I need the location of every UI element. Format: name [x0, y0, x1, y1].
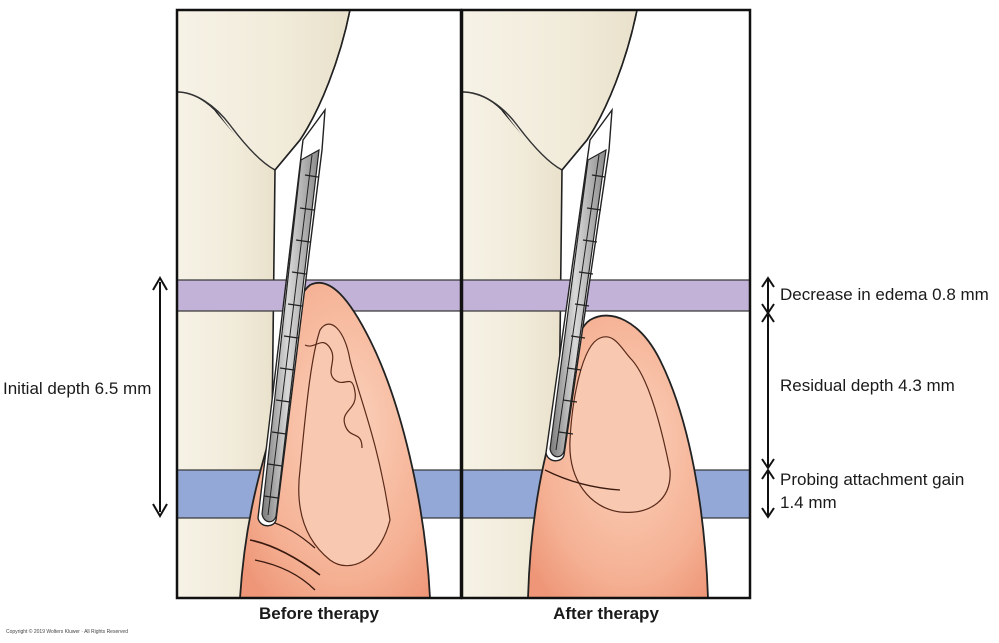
after-therapy-panel — [462, 10, 750, 598]
residual-depth-arrow — [761, 311, 775, 470]
attachment-gain-label-line1: Probing attachment gain — [780, 470, 965, 489]
after-therapy-caption: After therapy — [553, 604, 659, 623]
before-therapy-caption: Before therapy — [259, 604, 379, 623]
initial-depth-arrow — [152, 276, 168, 518]
edema-band — [462, 279, 750, 312]
periodontal-probe — [257, 107, 326, 527]
attachment-gain-arrow — [761, 468, 775, 519]
copyright-notice: Copyright © 2019 Wolters Kluwer · All Ri… — [6, 629, 128, 635]
residual-depth-label: Residual depth 4.3 mm — [780, 376, 955, 395]
after-panel-frame — [460, 8, 752, 600]
periodontal-probe — [545, 107, 613, 462]
decrease-edema-label: Decrease in edema 0.8 mm — [780, 285, 989, 304]
initial-depth-label: Initial depth 6.5 mm — [3, 379, 152, 398]
edema-arrow — [761, 276, 775, 315]
attachment-gain-label-line2: 1.4 mm — [780, 493, 837, 512]
before-therapy-panel — [177, 10, 461, 598]
